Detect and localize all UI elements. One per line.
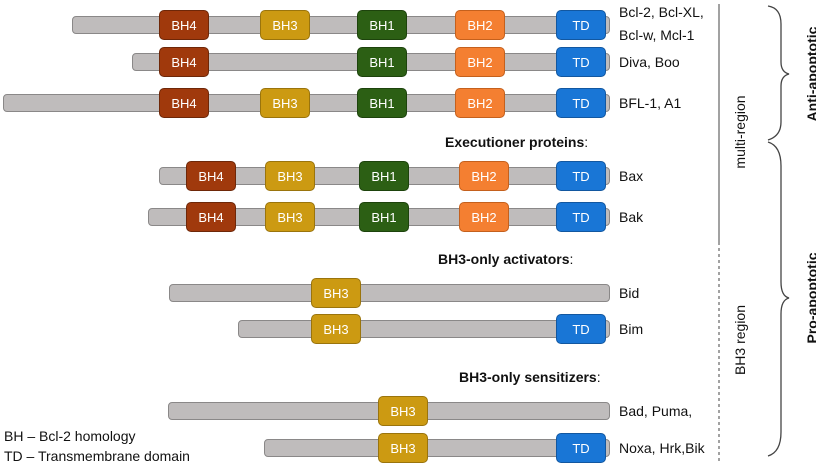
protein-bar-bid: [169, 284, 610, 302]
legend-td: TD – Transmembrane domain: [4, 448, 190, 464]
bh3-domain: BH3: [311, 314, 361, 344]
bh3-domain: BH3: [265, 202, 315, 232]
heading-activators: BH3-only activators:: [438, 251, 574, 267]
protein-label-bcl2: Bcl-2, Bcl-XL,: [619, 4, 704, 20]
bh1-domain: BH1: [357, 88, 407, 118]
bh3-domain: BH3: [260, 10, 310, 40]
bh2-domain: BH2: [459, 161, 509, 191]
bh3-domain: BH3: [378, 433, 428, 463]
bh2-domain: BH2: [459, 202, 509, 232]
heading-executioner: Executioner proteins:: [445, 134, 589, 150]
protein-bar-bcl2: [72, 16, 610, 34]
bh4-domain: BH4: [186, 161, 236, 191]
bh4-domain: BH4: [159, 10, 209, 40]
protein-bar-noxa: [264, 439, 610, 457]
protein-label-noxa: Noxa, Hrk,Bik: [619, 440, 705, 456]
protein-label-bax: Bax: [619, 168, 644, 184]
bh1-domain: BH1: [359, 202, 409, 232]
anti-apoptotic-label: Anti-apoptotic: [804, 26, 816, 122]
td-domain: TD: [556, 47, 606, 77]
legend-bh: BH – Bcl-2 homology: [4, 428, 136, 444]
bh1-domain: BH1: [357, 10, 407, 40]
heading-sensitizers: BH3-only sensitizers:: [459, 369, 601, 385]
bh1-domain: BH1: [359, 161, 409, 191]
protein-label-bim: Bim: [619, 321, 644, 337]
td-domain: TD: [556, 433, 606, 463]
protein-label-diva: Diva, Boo: [619, 54, 680, 70]
bh3-domain: BH3: [260, 88, 310, 118]
bh4-domain: BH4: [159, 88, 209, 118]
td-domain: TD: [556, 314, 606, 344]
protein-label-bad: Bad, Puma,: [619, 403, 693, 419]
bh2-domain: BH2: [455, 10, 505, 40]
td-domain: TD: [556, 202, 606, 232]
td-domain: TD: [556, 88, 606, 118]
bh2-domain: BH2: [455, 88, 505, 118]
bh3-domain: BH3: [311, 278, 361, 308]
td-domain: TD: [556, 161, 606, 191]
protein-bar-bim: [238, 320, 610, 338]
multi-region-label: multi-region: [732, 95, 748, 169]
bh4-domain: BH4: [186, 202, 236, 232]
bh2-domain: BH2: [455, 47, 505, 77]
protein-label-bclw: Bcl-w, Mcl-1: [619, 27, 695, 43]
bh3-region-label: BH3 region: [732, 304, 748, 376]
pro-apoptotic-brace: [767, 141, 790, 457]
bh3-domain: BH3: [378, 396, 428, 426]
protein-label-bak: Bak: [619, 209, 644, 225]
protein-label-bfl1: BFL-1, A1: [619, 95, 682, 111]
protein-label-bid: Bid: [619, 285, 640, 301]
bh3-domain: BH3: [265, 161, 315, 191]
bh4-domain: BH4: [159, 47, 209, 77]
pro-apoptotic-label: Pro-apoptotic: [804, 252, 816, 344]
anti-apoptotic-brace: [767, 5, 790, 141]
bh1-domain: BH1: [357, 47, 407, 77]
td-domain: TD: [556, 10, 606, 40]
